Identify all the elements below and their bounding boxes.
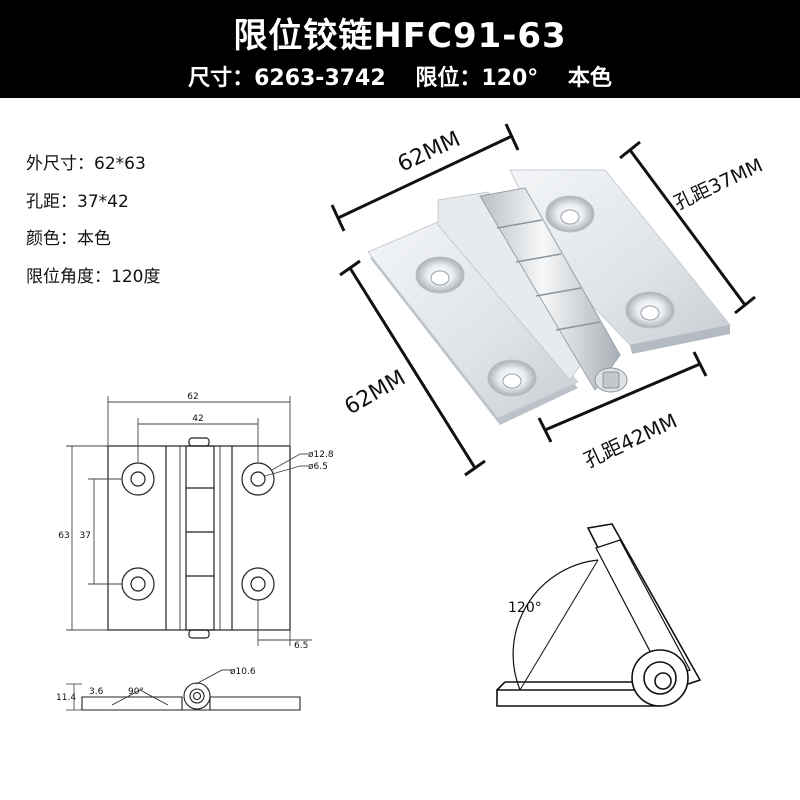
photo-dim-top: 62MM [394,127,464,178]
hinge-photo [367,169,731,425]
product-title: 限位铰链HFC91-63 [233,16,567,56]
angle-label: 120° [508,600,542,616]
spec-list: 外尺寸：62*63 孔距：37*42 颜色：本色 限位角度：120度 [26,146,160,296]
dim-hole-diameter: ø6.5 [308,462,328,472]
dim-height: 63 [58,531,69,541]
hinge-knuckle [479,187,621,391]
angle-view [496,523,702,707]
spec-color: 颜色：本色 [26,229,111,249]
spec-hole-distance: 孔距：37*42 [26,191,129,212]
drawing-dimension-lines [66,396,312,646]
dim-hole-span: 42 [192,414,203,424]
dim-side-leaf: 3.6 [89,687,104,697]
technical-drawing-front [107,437,291,639]
hinge-screw-holes [415,195,675,397]
spec-outer-size: 外尺寸：62*63 [26,154,146,174]
dim-pin: ø10.6 [230,667,256,677]
dim-edge: 6.5 [294,641,308,651]
photo-dimension-lines [330,123,756,477]
photo-dim-bottom: 孔距42MM [580,409,681,473]
photo-dim-left: 62MM [341,366,411,421]
title-banner [0,0,800,98]
dim-hole-vspan: 37 [80,531,91,541]
photo-dim-right: 孔距37MM [671,154,766,214]
product-subtitle: 尺寸：6263-3742 限位：120° 本色 [188,66,612,91]
dim-counterbore: ø12.8 [308,450,334,460]
technical-drawing-side [66,669,301,711]
dim-side-angle: 90° [128,687,144,697]
dim-side-thickness: 11.4 [56,693,76,703]
spec-limit-angle: 限位角度：120度 [26,266,161,287]
dim-width: 62 [187,392,198,402]
